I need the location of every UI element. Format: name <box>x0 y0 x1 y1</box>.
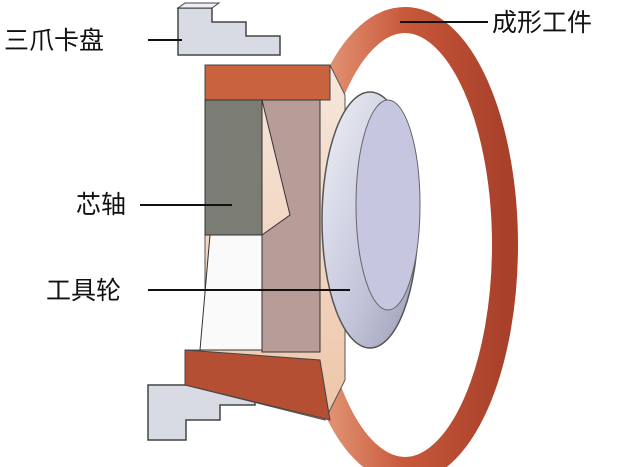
label-formed-workpiece: 成形工件 <box>492 8 593 37</box>
label-mandrel: 芯轴 <box>76 190 127 219</box>
leader-lines <box>140 21 488 291</box>
label-tool-wheel: 工具轮 <box>46 276 122 305</box>
chuck-jaw-top <box>176 2 281 56</box>
mandrel-front <box>199 234 263 351</box>
disk-face <box>355 99 421 311</box>
label-three-jaw-chuck: 三爪卡盘 <box>4 26 105 55</box>
mandrel <box>204 99 263 236</box>
